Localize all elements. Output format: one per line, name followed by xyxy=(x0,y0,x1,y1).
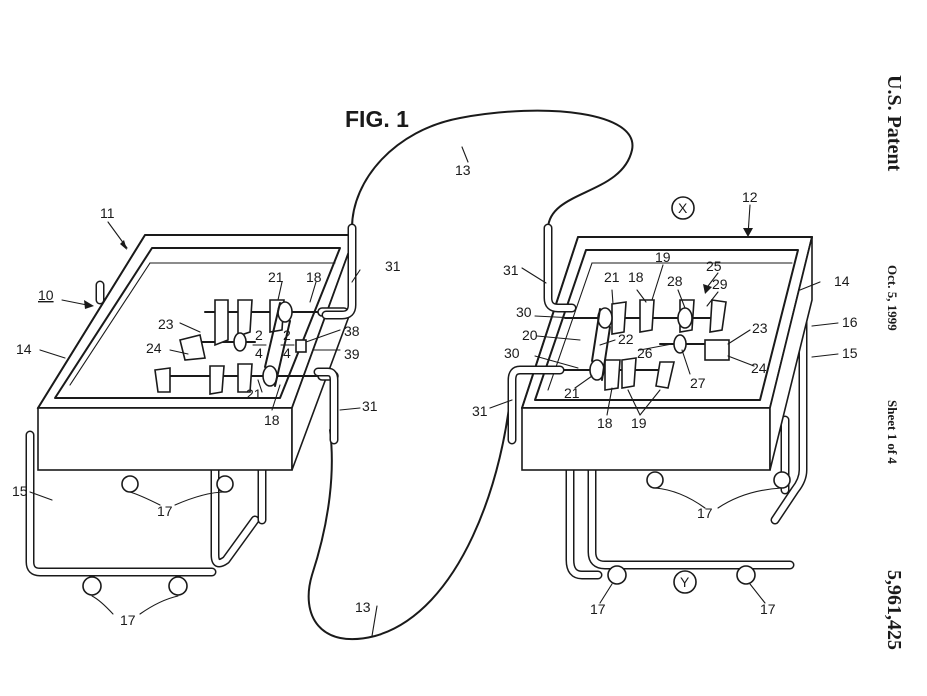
label-21-d: 21 xyxy=(564,385,580,401)
label-18-b: 18 xyxy=(264,412,280,428)
label-23-left: 23 xyxy=(158,316,174,332)
label-29: 29 xyxy=(712,276,728,292)
label-24-right: 24 xyxy=(751,360,767,376)
label-17-c: 17 xyxy=(697,505,713,521)
right-table-side xyxy=(769,236,813,471)
right-wheel-4 xyxy=(736,565,756,585)
figure-title: FIG. 1 xyxy=(345,106,409,132)
marker-y: Y xyxy=(680,574,690,590)
label-18-d: 18 xyxy=(597,415,613,431)
label-11: 11 xyxy=(100,205,115,221)
label-39: 39 xyxy=(344,346,360,362)
label-17-a: 17 xyxy=(157,503,173,519)
right-motor-24 xyxy=(704,339,730,361)
label-13-bottom: 13 xyxy=(355,599,371,615)
label-19-b: 19 xyxy=(631,415,647,431)
right-wheel-2 xyxy=(773,471,791,489)
right-wheel-3 xyxy=(607,565,627,585)
label-17-b: 17 xyxy=(120,612,136,628)
right-wheel-1 xyxy=(646,471,664,489)
left-sensor-38 xyxy=(295,339,307,353)
left-wheel-1 xyxy=(121,475,139,493)
patent-sidebar: U.S. Patent Oct. 5, 1999 Sheet 1 of 4 5,… xyxy=(883,75,905,650)
label-17-d: 17 xyxy=(590,601,606,617)
label-19-a: 19 xyxy=(655,249,671,265)
label-31-b: 31 xyxy=(362,398,378,414)
frac-num-b: 2 xyxy=(283,327,291,343)
label-26: 26 xyxy=(637,345,653,361)
frac-den-b: 4 xyxy=(283,345,291,361)
label-21-a: 21 xyxy=(268,269,284,285)
left-playfield xyxy=(54,247,341,399)
label-13-top: 13 xyxy=(455,162,471,178)
label-31-a: 31 xyxy=(385,258,401,274)
label-15-right: 15 xyxy=(842,345,858,361)
label-14-left: 14 xyxy=(16,341,32,357)
left-game-table: 2 4 2 4 xyxy=(25,223,357,596)
cable-13 xyxy=(351,109,634,229)
left-wheel-2 xyxy=(216,475,234,493)
marker-x: X xyxy=(678,200,688,216)
label-20: 20 xyxy=(522,327,538,343)
patent-date: Oct. 5, 1999 xyxy=(885,265,900,331)
label-18-a: 18 xyxy=(306,269,322,285)
patent-sheet: Sheet 1 of 4 xyxy=(885,400,900,464)
label-31-c: 31 xyxy=(503,262,519,278)
label-23-right: 23 xyxy=(752,320,768,336)
leader-lines xyxy=(29,146,839,637)
left-goalie-23 xyxy=(179,334,206,361)
marker-y-circle xyxy=(673,570,697,594)
label-16: 16 xyxy=(842,314,858,330)
label-18-c: 18 xyxy=(628,269,644,285)
label-22: 22 xyxy=(618,331,634,347)
label-25: 25 xyxy=(706,258,722,274)
label-30-b: 30 xyxy=(504,345,520,361)
label-12: 12 xyxy=(742,189,758,205)
right-game-table xyxy=(507,223,814,585)
label-10: 10 xyxy=(38,287,54,303)
frac-num-a: 2 xyxy=(255,327,263,343)
label-28: 28 xyxy=(667,273,683,289)
patent-number: 5,961,425 xyxy=(883,570,905,650)
left-wheel-4 xyxy=(168,576,188,596)
cable-13-lower xyxy=(307,377,513,641)
label-27: 27 xyxy=(690,375,706,391)
label-17-e: 17 xyxy=(760,601,776,617)
frac-den-a: 4 xyxy=(255,345,263,361)
patent-office: U.S. Patent xyxy=(883,75,905,171)
label-21-c: 21 xyxy=(604,269,620,285)
label-21-b: 21 xyxy=(246,386,262,402)
left-wheel-3 xyxy=(82,576,102,596)
label-14-right: 14 xyxy=(834,273,850,289)
right-playfield xyxy=(534,249,799,401)
reference-labels: 11 10 14 15 17 17 13 13 31 31 21 18 23 2… xyxy=(12,162,858,628)
marker-x-circle xyxy=(671,196,695,220)
label-30-a: 30 xyxy=(516,304,532,320)
label-15-left: 15 xyxy=(12,483,28,499)
left-table-front xyxy=(37,407,293,471)
label-31-d: 31 xyxy=(472,403,488,419)
label-24-left: 24 xyxy=(146,340,162,356)
label-38: 38 xyxy=(344,323,360,339)
